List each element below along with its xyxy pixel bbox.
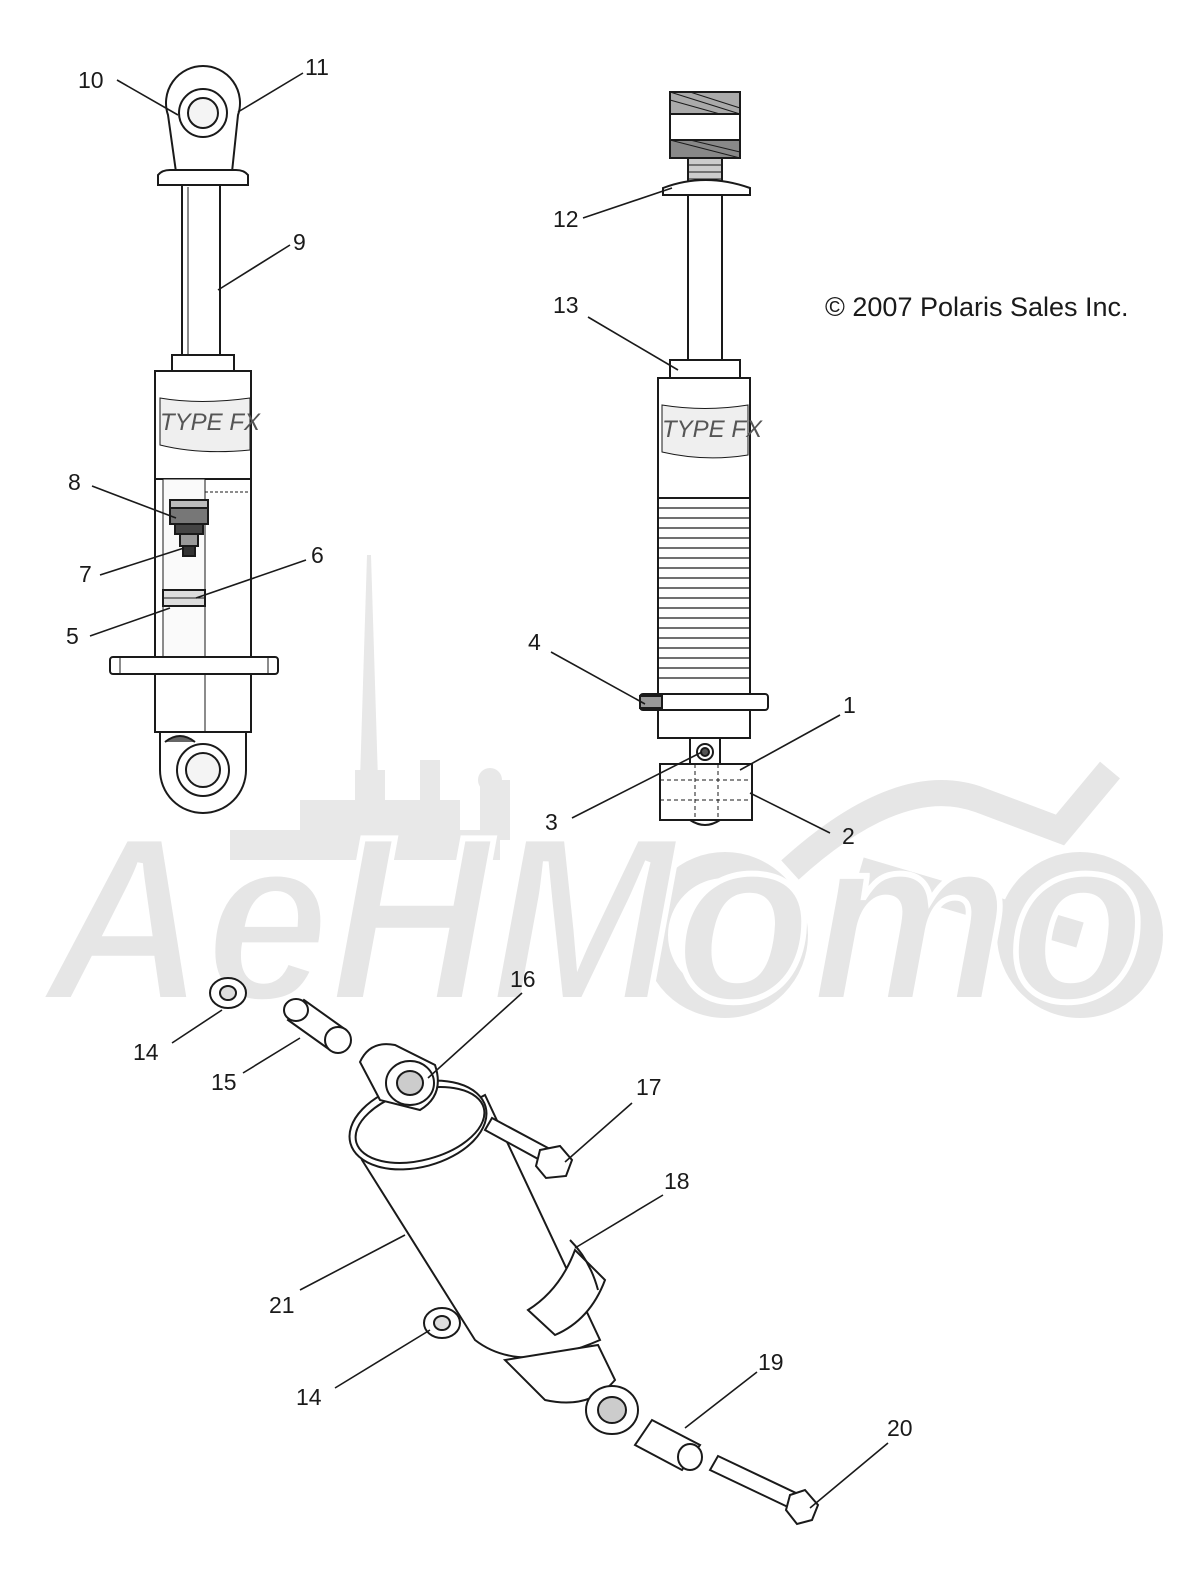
callout-15: 15 — [211, 1069, 237, 1095]
callout-5: 5 — [66, 623, 79, 649]
copyright-notice: © 2007 Polaris Sales Inc. — [825, 292, 1129, 322]
callout-14-bottom: 14 — [296, 1384, 322, 1410]
leader-lines — [89, 72, 889, 1509]
callout-10: 10 — [78, 67, 104, 93]
callout-21: 21 — [269, 1292, 295, 1318]
callout-14-top: 14 — [133, 1039, 159, 1065]
callout-7: 7 — [79, 561, 92, 587]
callout-20: 20 — [887, 1415, 913, 1441]
callout-8: 8 — [68, 469, 81, 495]
callout-4: 4 — [528, 629, 541, 655]
thread-lines — [658, 507, 750, 679]
callout-1: 1 — [843, 692, 856, 718]
callout-17: 17 — [636, 1074, 662, 1100]
right-shock-assembly: TYPE FX — [639, 91, 769, 826]
watermark-text: AeHMomo — [40, 787, 1145, 1050]
svg-text:TYPE FX: TYPE FX — [160, 409, 261, 436]
callout-numbers: 10 11 9 8 7 6 5 12 13 4 1 3 2 14 15 16 1… — [66, 54, 913, 1441]
callout-19: 19 — [758, 1349, 784, 1375]
callout-9: 9 — [293, 229, 306, 255]
bottom-shock-assembly — [209, 977, 820, 1526]
callout-13: 13 — [553, 292, 579, 318]
callout-2: 2 — [842, 823, 855, 849]
left-shock-assembly: TYPE FX — [109, 65, 279, 814]
callout-18: 18 — [664, 1168, 690, 1194]
callout-3: 3 — [545, 809, 558, 835]
svg-text:TYPE FX: TYPE FX — [662, 416, 763, 443]
callout-16: 16 — [510, 966, 536, 992]
callout-12: 12 — [553, 206, 579, 232]
callout-11: 11 — [305, 54, 329, 80]
callout-6: 6 — [311, 542, 324, 568]
